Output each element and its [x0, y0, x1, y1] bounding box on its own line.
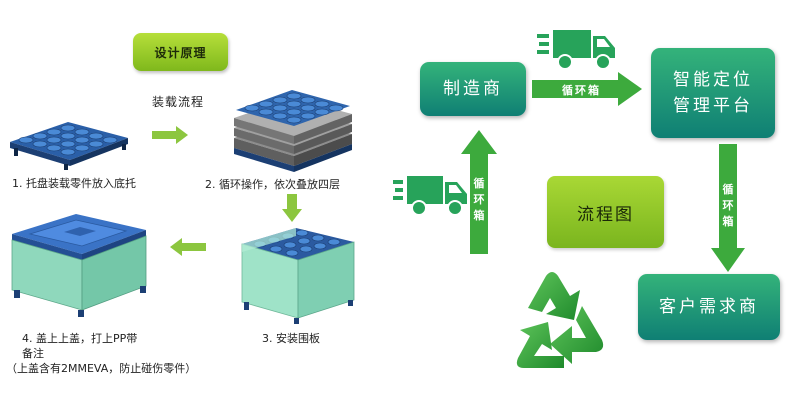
arrow-down-icon: [282, 194, 302, 222]
arrow-right-label: 循环箱: [722, 183, 734, 228]
crate-walls-icon: [241, 228, 355, 324]
platform-label-line1: 智能定位: [673, 70, 753, 90]
arrow-left-label: 循环箱: [473, 177, 485, 222]
arrow-to-platform-icon: [532, 72, 642, 106]
design-principle-text: 设计原理: [154, 45, 207, 60]
pallet-step1-icon: [10, 122, 128, 170]
step2-caption: 2. 循环操作，依次叠放四层: [205, 178, 340, 191]
arrow-right-icon: [152, 126, 188, 144]
step3-caption: 3. 安装围板: [262, 332, 320, 345]
manufacturer-label: 制造商: [443, 79, 503, 99]
platform-node: 智能定位 管理平台: [651, 48, 775, 138]
arrow-left-icon: [170, 238, 206, 256]
loading-flow-title: 装载流程: [152, 95, 205, 109]
arrow-to-customer-icon: [711, 144, 745, 272]
step4-caption-line2: 备注: [22, 347, 44, 360]
step1-caption: 1. 托盘装载零件放入底托: [12, 177, 136, 190]
flowchart-label-box: 流程图: [547, 176, 664, 248]
design-principle-label: 设计原理: [133, 33, 228, 71]
platform-label-line2: 管理平台: [673, 96, 753, 116]
arrow-to-manufacturer-icon: [461, 130, 497, 254]
stacked-layers-icon: [234, 90, 352, 172]
flowchart-label: 流程图: [577, 204, 634, 225]
truck-icon-top: [537, 30, 615, 70]
step4-caption-line1: 4. 盖上上盖，打上PP带: [22, 332, 138, 345]
recycle-icon: [516, 272, 604, 368]
arrow-top-label: 循环箱: [562, 84, 601, 97]
truck-icon-left: [393, 176, 467, 216]
customer-label: 客户需求商: [659, 297, 759, 317]
customer-node: 客户需求商: [638, 274, 780, 340]
closed-crate-icon: [11, 214, 147, 317]
manufacturer-node: 制造商: [420, 62, 526, 116]
step4-caption-line3: （上盖含有2MMEVA，防止碰伤零件）: [6, 362, 197, 375]
